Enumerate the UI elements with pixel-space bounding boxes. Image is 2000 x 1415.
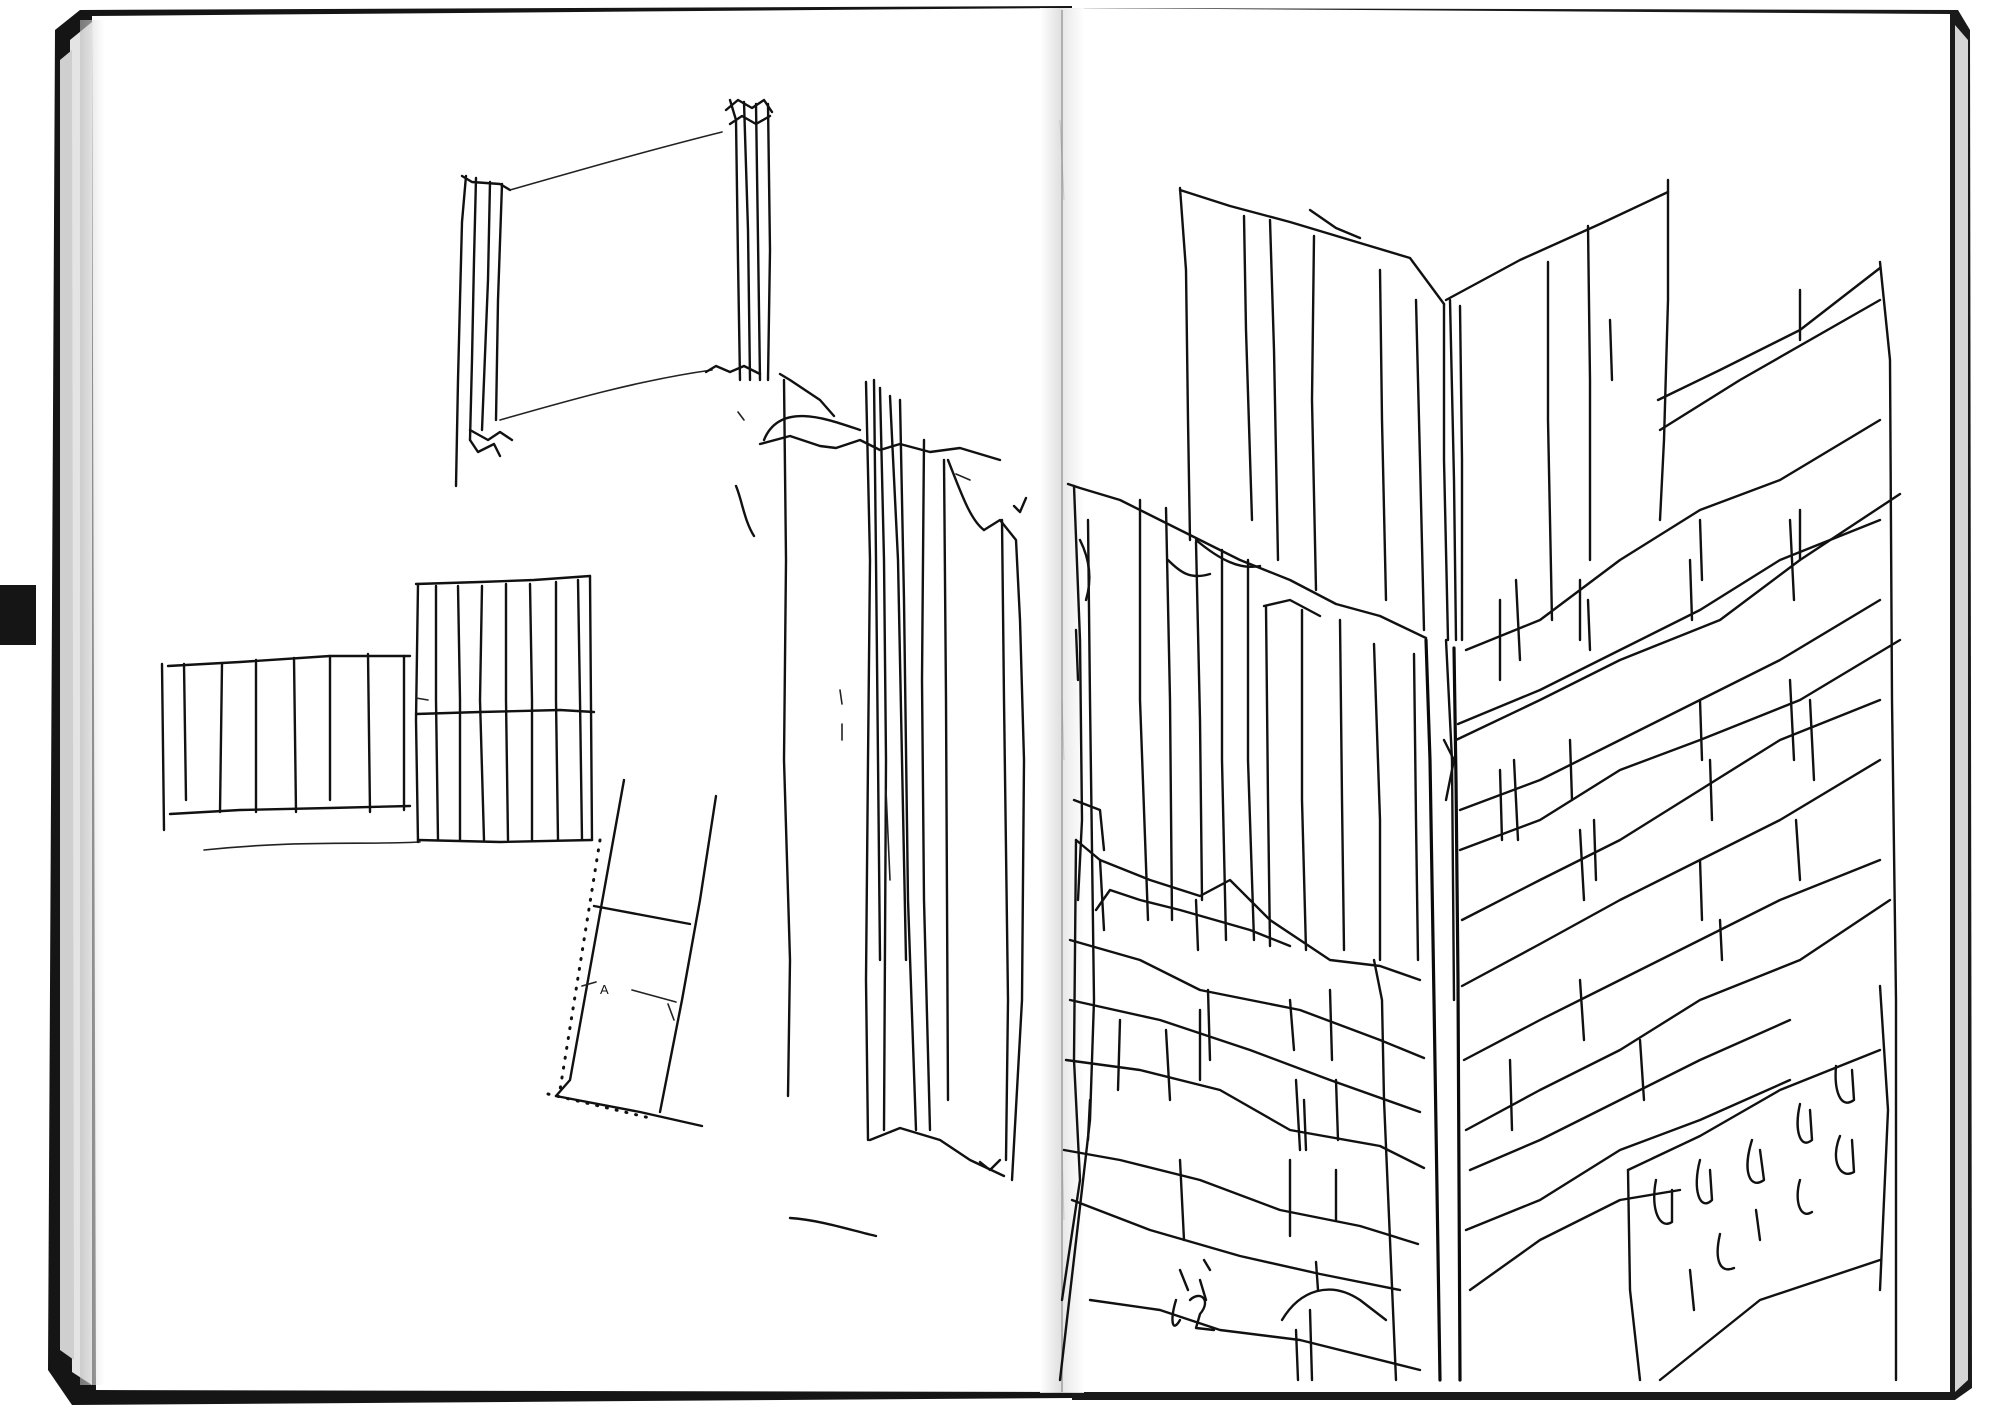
corner-building-perspective-sketch (1058, 178, 1902, 1382)
scan-artifacts (1059, 119, 1065, 1221)
dimension-annotation: A (600, 982, 609, 997)
tilted-panel-sketch: A (546, 778, 718, 1128)
stepped-facade-blocks-sketch (160, 574, 596, 851)
left-page (92, 8, 1063, 1392)
floating-frame-sketch (454, 98, 774, 488)
tall-slab-elevation-sketch (734, 372, 1028, 1238)
right-page (1063, 8, 1950, 1392)
elastic-band (0, 585, 36, 645)
